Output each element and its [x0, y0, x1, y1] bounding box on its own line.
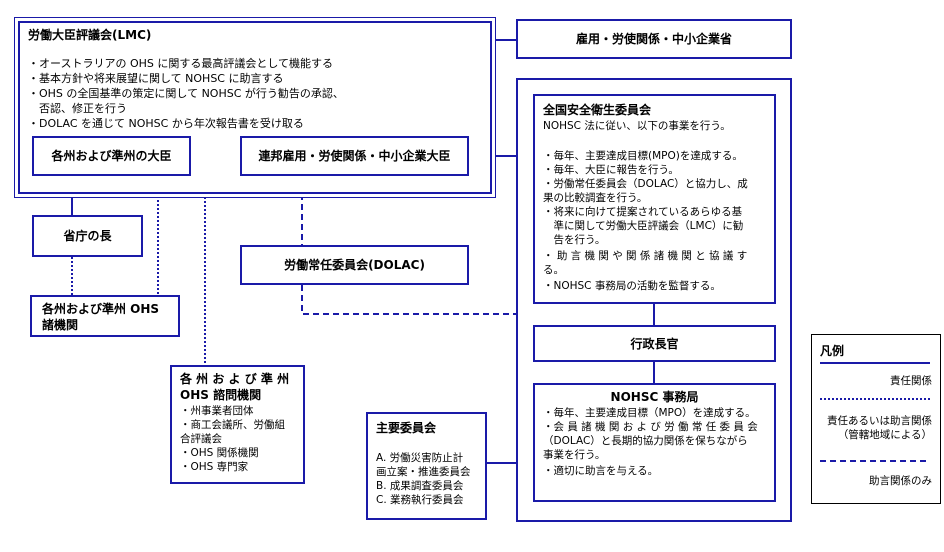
- legend-jurisdiction-note: （管轄地域による）: [837, 429, 932, 441]
- state-ohs-advisory-box: 各 州 お よ び 準 州 OHS 諮問機関 ・州事業者団体 ・商工会議所、労働…: [170, 365, 305, 484]
- nohsc-item-3: ・労働常任委員会（DOLAC）と協力し、成: [543, 178, 748, 190]
- committees-item-1: A. 労働災害防止計: [376, 452, 464, 464]
- secretariat-item-2: ・会 員 諸 機 関 お よ び 労 働 常 任 委 員 会: [543, 421, 758, 433]
- nohsc-outer-frame: [516, 78, 792, 522]
- advisory-item-4: ・OHS 関係機関: [180, 447, 259, 459]
- nohsc-item-2: ・毎年、大臣に報告を行う。: [543, 164, 679, 176]
- ceo-label: 行政長官: [630, 336, 679, 351]
- legend-box: 凡例 責任関係 責任あるいは助言関係 （管轄地域による） 助言関係のみ: [811, 334, 941, 504]
- nohsc-item-4: 果の比較調査を行う。: [543, 192, 648, 204]
- secretariat-box: NOHSC 事務局 ・毎年、主要達成目標（MPO）を達成する。 ・会 員 諸 機…: [533, 383, 776, 502]
- ministry-box: 雇用・労使関係・中小企業省: [516, 19, 792, 59]
- dolac-box: 労働常任委員会(DOLAC): [240, 245, 469, 285]
- lmc-item-3: ・OHS の全国基準の策定に関して NOHSC が行う勧告の承認、: [28, 87, 344, 100]
- advisory-item-2: ・商工会議所、労働組: [180, 419, 285, 431]
- nohsc-title: 全国安全衛生委員会: [543, 103, 652, 117]
- secretariat-title: NOHSC 事務局: [610, 390, 699, 404]
- committees-item-4: C. 業務執行委員会: [376, 494, 464, 506]
- advisory-item-1: ・州事業者団体: [180, 405, 254, 417]
- lmc-title: 労働大臣評議会(LMC): [28, 28, 152, 42]
- state-ohs-agencies-line-2: 諸機関: [42, 318, 79, 332]
- nohsc-item-1: ・毎年、主要達成目標(MPO)を達成する。: [543, 150, 743, 162]
- lmc-item-2: ・基本方針や将来展望に関して NOHSC に助言する: [28, 72, 284, 85]
- legend-dashed-line: [820, 460, 930, 462]
- federal-minister-label: 連邦雇用・労使関係・中小企業大臣: [258, 149, 451, 163]
- committees-title: 主要委員会: [376, 421, 437, 435]
- ministry-label: 雇用・労使関係・中小企業省: [575, 32, 732, 46]
- nohsc-item-7: 告を行う。: [543, 234, 606, 246]
- secretariat-item-4: 事業を行う。: [543, 449, 606, 461]
- secretariat-item-5: ・適切に助言を与える。: [543, 465, 659, 477]
- nohsc-item-10: ・NOHSC 事務局の活動を監督する。: [543, 280, 721, 292]
- nohsc-item-5: ・将来に向けて提案されているあらゆる基: [543, 206, 743, 218]
- federal-minister-box: 連邦雇用・労使関係・中小企業大臣: [240, 136, 469, 176]
- state-ministers-box: 各州および準州の大臣: [32, 136, 191, 176]
- secretariat-item-1: ・毎年、主要達成目標（MPO）を達成する。: [543, 407, 756, 419]
- lmc-council-box: 労働大臣評議会(LMC) ・オーストラリアの OHS に関する最高評議会として機…: [18, 21, 492, 194]
- state-ohs-agencies-line-1: 各州および準州 OHS: [42, 302, 160, 316]
- agency-heads-label: 省庁の長: [63, 229, 112, 243]
- committees-item-3: B. 成果調査委員会: [376, 480, 464, 492]
- legend-title: 凡例: [820, 344, 845, 358]
- nohsc-item-6: 準に関して労働大臣評議会（LMC）に勧: [543, 220, 744, 232]
- advisory-item-3: 合評議会: [180, 433, 222, 445]
- legend-responsibility: 責任関係: [890, 375, 932, 387]
- advisory-title-1: 各 州 お よ び 準 州: [180, 372, 290, 386]
- dolac-label: 労働常任委員会(DOLAC): [284, 258, 425, 272]
- committees-box: 主要委員会 A. 労働災害防止計 画立案・推進委員会 B. 成果調査委員会 C.…: [366, 412, 487, 520]
- advisory-title-2: OHS 諮問機関: [180, 388, 262, 402]
- lmc-item-4: 否認、修正を行う: [28, 102, 127, 115]
- ceo-box: 行政長官: [533, 325, 776, 362]
- lmc-item-1: ・オーストラリアの OHS に関する最高評議会として機能する: [28, 57, 334, 70]
- advisory-item-5: ・OHS 専門家: [180, 461, 249, 473]
- state-ohs-agencies-box: 各州および準州 OHS 諸機関: [30, 295, 180, 337]
- nohsc-item-9: る。: [543, 264, 564, 276]
- legend-responsibility-or-advisory: 責任あるいは助言関係: [827, 415, 932, 427]
- agency-heads-box: 省庁の長: [32, 215, 143, 257]
- legend-dotted-line: [820, 398, 930, 400]
- nohsc-item-8: ・ 助 言 機 関 や 関 係 諸 機 関 と 協 議 す: [543, 250, 748, 262]
- lmc-item-5: ・DOLAC を通じて NOHSC から年次報告書を受け取る: [28, 117, 304, 130]
- legend-advisory-only: 助言関係のみ: [869, 475, 932, 487]
- secretariat-item-3: （DOLAC）と長期的協力関係を保ちながら: [543, 435, 748, 447]
- nohsc-box: 全国安全衛生委員会 NOHSC 法に従い、以下の事業を行う。 ・毎年、主要達成目…: [533, 94, 776, 304]
- nohsc-subtitle: NOHSC 法に従い、以下の事業を行う。: [543, 120, 731, 132]
- committees-item-2: 画立案・推進委員会: [376, 466, 471, 478]
- legend-solid-line: [820, 362, 930, 364]
- state-ministers-label: 各州および準州の大臣: [51, 149, 172, 163]
